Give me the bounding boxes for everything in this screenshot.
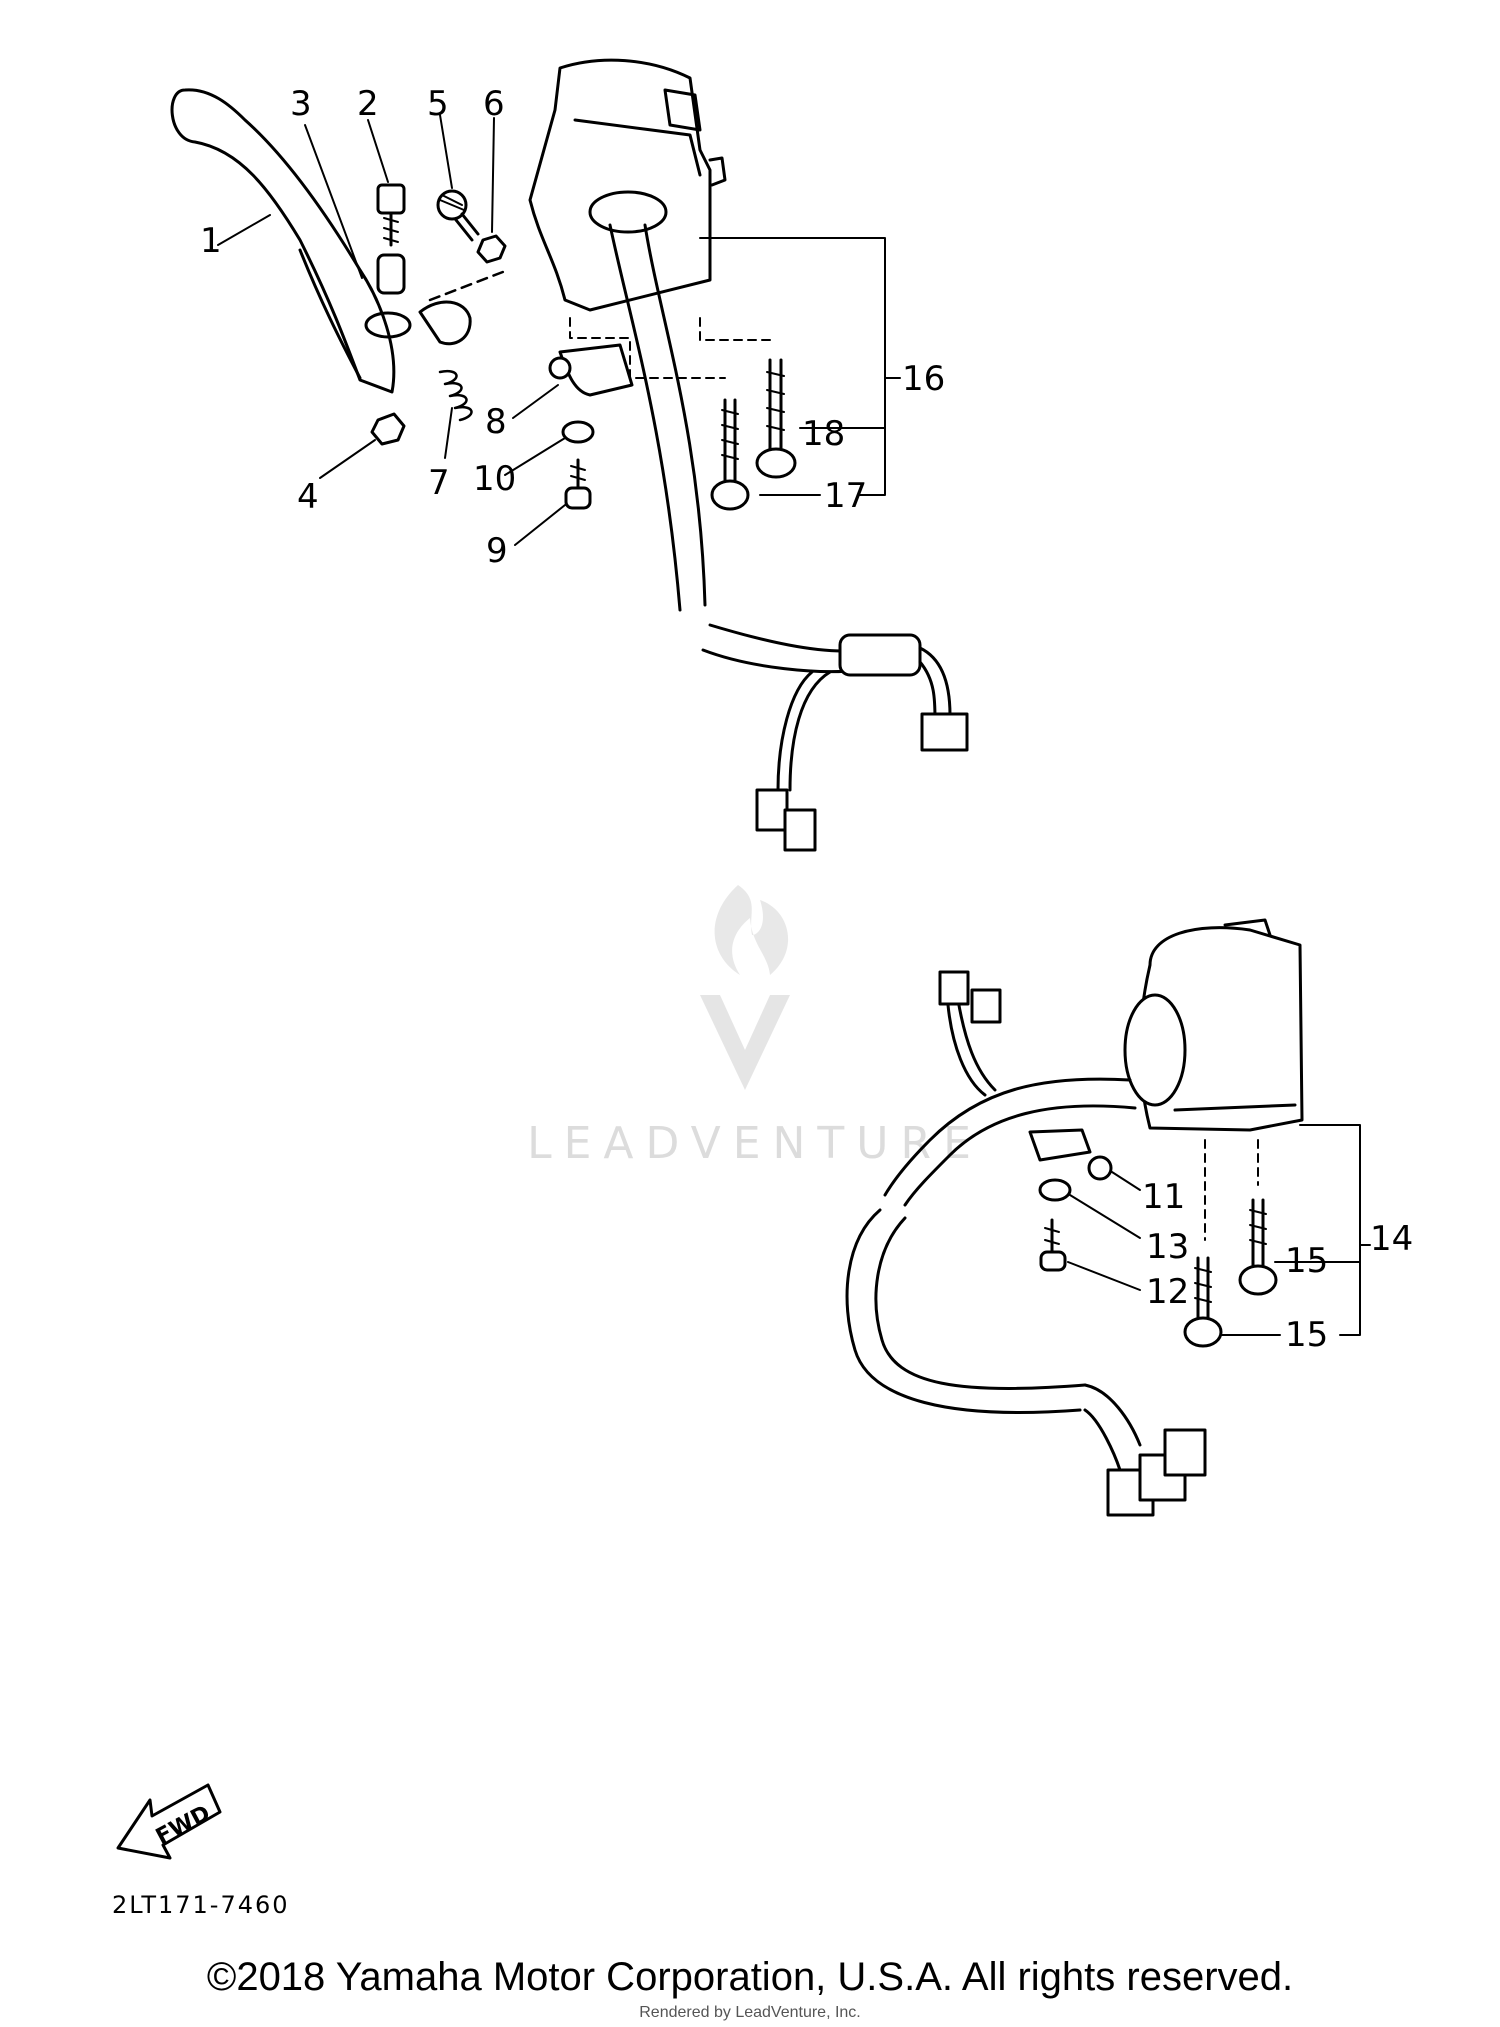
copyright-notice: ©2018 Yamaha Motor Corporation, U.S.A. A… bbox=[206, 1955, 1294, 1999]
callout-11: 11 bbox=[1142, 1177, 1185, 1217]
callout-7: 7 bbox=[428, 463, 450, 503]
callout-12: 12 bbox=[1146, 1272, 1189, 1312]
housing-screw-long bbox=[755, 358, 797, 479]
callout-18: 18 bbox=[802, 414, 845, 454]
switch-washer bbox=[1038, 1178, 1072, 1202]
lever-collar bbox=[376, 253, 406, 295]
left-handlebar-assembly bbox=[170, 58, 969, 852]
callout-10: 10 bbox=[473, 459, 516, 499]
callout-1: 1 bbox=[200, 221, 222, 261]
callout-14: 14 bbox=[1370, 1219, 1413, 1259]
right-handlebar-assembly bbox=[845, 918, 1371, 1517]
callout-15b: 15 bbox=[1285, 1315, 1328, 1355]
washer bbox=[561, 420, 595, 444]
forward-direction-arrow: FWD bbox=[116, 1783, 222, 1860]
watermark-text: LEADVENTURE bbox=[527, 1118, 983, 1169]
left-wire-harness bbox=[608, 223, 969, 852]
callout-15a: 15 bbox=[1285, 1241, 1328, 1281]
switch-screw-right bbox=[1039, 1218, 1067, 1272]
housing-screw-right-short bbox=[1183, 1256, 1223, 1348]
housing-screw-right-long bbox=[1238, 1198, 1278, 1296]
right-wire-harness bbox=[845, 970, 1207, 1517]
lever-bolt bbox=[376, 183, 406, 247]
callout-3: 3 bbox=[290, 84, 312, 124]
callout-4: 4 bbox=[297, 477, 319, 517]
leadventure-watermark: LEADVENTURE bbox=[527, 885, 983, 1169]
left-switch-housing bbox=[528, 58, 727, 312]
lever-spring bbox=[438, 369, 473, 422]
callout-8: 8 bbox=[485, 402, 507, 442]
callout-labels: 1 2 3 4 5 6 7 8 9 10 11 12 13 14 15 15 1… bbox=[200, 84, 1413, 1355]
front-brake-switch bbox=[1028, 1128, 1113, 1181]
right-switch-housing bbox=[1123, 918, 1304, 1132]
watermark-v-icon bbox=[700, 995, 790, 1090]
callout-9: 9 bbox=[486, 531, 508, 571]
watermark-flame-icon bbox=[714, 885, 789, 975]
callout-16: 16 bbox=[902, 359, 945, 399]
switch-screw bbox=[564, 458, 592, 510]
clutch-switch bbox=[548, 343, 634, 397]
clutch-lever bbox=[170, 88, 412, 394]
adjuster-screw bbox=[436, 189, 480, 242]
pivot-nut bbox=[370, 412, 406, 446]
callout-13: 13 bbox=[1146, 1227, 1189, 1267]
lever-holder bbox=[418, 300, 472, 346]
callout-2: 2 bbox=[357, 84, 379, 124]
callout-17: 17 bbox=[824, 476, 867, 516]
callout-6: 6 bbox=[483, 84, 505, 124]
housing-screw-short bbox=[710, 398, 750, 511]
callout-5: 5 bbox=[427, 84, 449, 124]
lock-nut bbox=[476, 234, 507, 264]
rendered-by-notice: Rendered by LeadVenture, Inc. bbox=[639, 2004, 861, 2021]
diagram-code: 2LT171-7460 bbox=[112, 1891, 290, 1919]
